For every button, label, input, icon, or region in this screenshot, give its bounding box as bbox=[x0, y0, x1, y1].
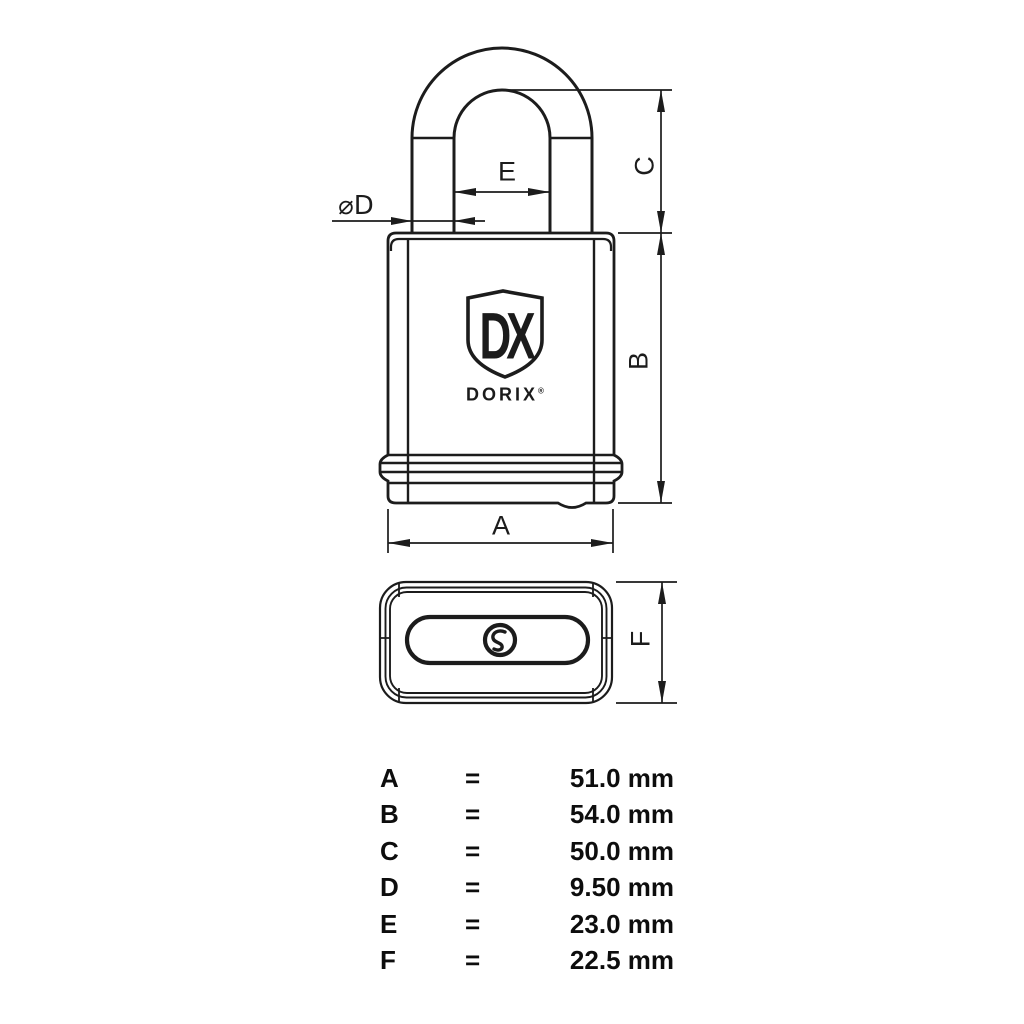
dim-label-b: B bbox=[623, 351, 654, 371]
dim-ext-f bbox=[616, 581, 677, 704]
dimension-arrowheads bbox=[388, 90, 666, 703]
body-inner-top-line bbox=[389, 237, 613, 251]
row-equals: = bbox=[465, 945, 481, 976]
brand-wordmark: DORIX® bbox=[466, 385, 544, 406]
row-equals: = bbox=[465, 872, 481, 903]
bottom-inner-shell bbox=[389, 591, 603, 694]
arrow-a-left bbox=[388, 539, 410, 547]
arrow-f-bottom bbox=[658, 681, 666, 703]
dim-label-e: E bbox=[497, 156, 517, 187]
arrow-f-top bbox=[658, 582, 666, 604]
bottom-view bbox=[378, 580, 614, 705]
bottom-middle-shell bbox=[384, 586, 608, 699]
keyhole-circle bbox=[482, 622, 518, 658]
arrow-c-bottom bbox=[657, 211, 665, 233]
table-row: F = 22.5 mm bbox=[380, 943, 674, 980]
row-label: B bbox=[380, 799, 399, 830]
base-ridge-lines bbox=[381, 453, 621, 485]
arrow-c-top bbox=[657, 90, 665, 112]
shackle-outline bbox=[410, 46, 594, 233]
dim-label-d-diameter: ⌀D bbox=[338, 191, 374, 221]
table-row: C = 50.0 mm bbox=[380, 833, 674, 870]
logo-shield bbox=[466, 289, 544, 379]
row-equals: = bbox=[465, 762, 481, 793]
dim-ext-a bbox=[387, 509, 614, 553]
row-label: D bbox=[380, 872, 399, 903]
row-label: A bbox=[380, 762, 399, 793]
key-slot-glyph bbox=[491, 629, 507, 652]
dim-label-c: C bbox=[629, 156, 660, 176]
row-label: F bbox=[380, 945, 396, 976]
registered-mark: ® bbox=[538, 386, 544, 396]
svg-text:DX: DX bbox=[479, 298, 535, 372]
row-equals: = bbox=[465, 908, 481, 939]
row-label: E bbox=[380, 908, 398, 939]
brand-name: DORIX bbox=[466, 384, 539, 405]
table-row: A = 51.0 mm bbox=[380, 760, 674, 797]
arrow-a-right bbox=[591, 539, 613, 547]
arrow-d-left bbox=[391, 217, 412, 225]
cylinder-recess bbox=[404, 614, 591, 666]
row-equals: = bbox=[465, 799, 481, 830]
row-value: 23.0 mm bbox=[569, 908, 674, 939]
row-value: 50.0 mm bbox=[569, 835, 674, 866]
row-equals: = bbox=[465, 835, 481, 866]
row-value: 22.5 mm bbox=[569, 945, 674, 976]
table-row: B = 54.0 mm bbox=[380, 797, 674, 834]
dimension-table: A = 51.0 mm B = 54.0 mm C = 50.0 mm D = … bbox=[380, 760, 674, 979]
row-value: 51.0 mm bbox=[569, 762, 674, 793]
arrow-e-left bbox=[454, 188, 476, 196]
row-value: 54.0 mm bbox=[569, 799, 674, 830]
arrow-d-right bbox=[454, 217, 475, 225]
dim-label-f: F bbox=[625, 630, 656, 648]
row-value: 9.50 mm bbox=[569, 872, 674, 903]
arrow-b-bottom bbox=[657, 481, 665, 503]
dim-label-a: A bbox=[491, 510, 511, 541]
logo-monogram: DX bbox=[479, 298, 540, 372]
shell-segment-ticks bbox=[380, 582, 612, 703]
arrow-e-right bbox=[528, 188, 550, 196]
bottom-outer-shell bbox=[378, 580, 614, 705]
body-panel-lines bbox=[406, 239, 596, 503]
body-outline bbox=[378, 231, 624, 509]
table-row: E = 23.0 mm bbox=[380, 906, 674, 943]
arrow-b-top bbox=[657, 233, 665, 255]
table-row: D = 9.50 mm bbox=[380, 870, 674, 907]
dimension-lines bbox=[332, 89, 677, 704]
row-label: C bbox=[380, 835, 399, 866]
